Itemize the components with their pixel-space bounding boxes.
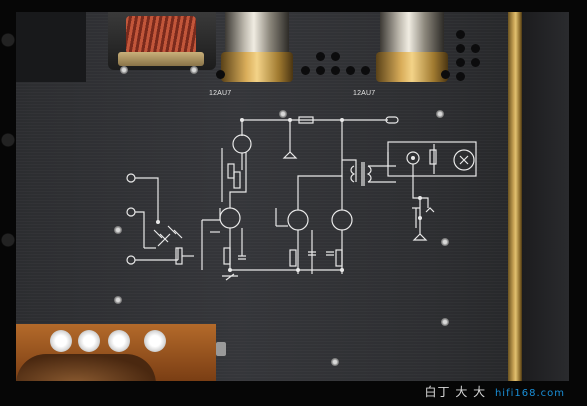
screw xyxy=(441,318,449,326)
chassis-shadow xyxy=(16,12,86,82)
screw xyxy=(190,66,198,74)
wooden-knob xyxy=(16,354,156,381)
vent-hole xyxy=(456,44,465,53)
vent-hole xyxy=(456,72,465,81)
watermark-site: hifi168.com xyxy=(494,388,565,399)
amplifier-photo: 12AU7 12AU7 xyxy=(16,12,569,381)
vent-hole xyxy=(346,66,355,75)
vent-hole xyxy=(331,52,340,61)
tube-socket xyxy=(376,52,448,82)
tube-label-left: 12AU7 xyxy=(209,90,232,97)
screw xyxy=(331,358,339,366)
rca-connector xyxy=(144,330,166,352)
tube-glass xyxy=(225,12,289,56)
vacuum-tube-right xyxy=(376,12,448,86)
screw xyxy=(120,66,128,74)
screw xyxy=(114,226,122,234)
vent-hole xyxy=(216,70,225,79)
vent-hole xyxy=(471,44,480,53)
vent-hole xyxy=(316,52,325,61)
screw xyxy=(436,110,444,118)
vent-hole xyxy=(316,66,325,75)
vent-hole xyxy=(471,58,480,67)
screw xyxy=(114,296,122,304)
component xyxy=(216,342,226,356)
tube-label-right: 12AU7 xyxy=(353,90,376,97)
vent-hole xyxy=(456,58,465,67)
rca-connector xyxy=(78,330,100,352)
circuit-board xyxy=(16,324,216,381)
tube-socket xyxy=(221,52,293,82)
screw xyxy=(441,238,449,246)
chassis-right-edge xyxy=(522,12,569,381)
screw xyxy=(279,110,287,118)
vacuum-tube-left xyxy=(221,12,293,86)
tube-glass xyxy=(380,12,444,56)
transformer xyxy=(108,12,216,70)
rca-connector xyxy=(108,330,130,352)
brass-trim-bar xyxy=(508,12,522,381)
watermark: 白丁 大 大 hifi168.com xyxy=(425,383,566,400)
watermark-text: 白丁 大 大 xyxy=(424,385,491,399)
vent-hole xyxy=(441,70,450,79)
vent-hole xyxy=(331,66,340,75)
vent-hole xyxy=(301,66,310,75)
transformer-base xyxy=(118,52,204,66)
vent-hole xyxy=(361,66,370,75)
transformer-coil xyxy=(126,16,196,54)
printed-schematic xyxy=(126,116,477,281)
rca-connector xyxy=(50,330,72,352)
vent-hole xyxy=(456,30,465,39)
